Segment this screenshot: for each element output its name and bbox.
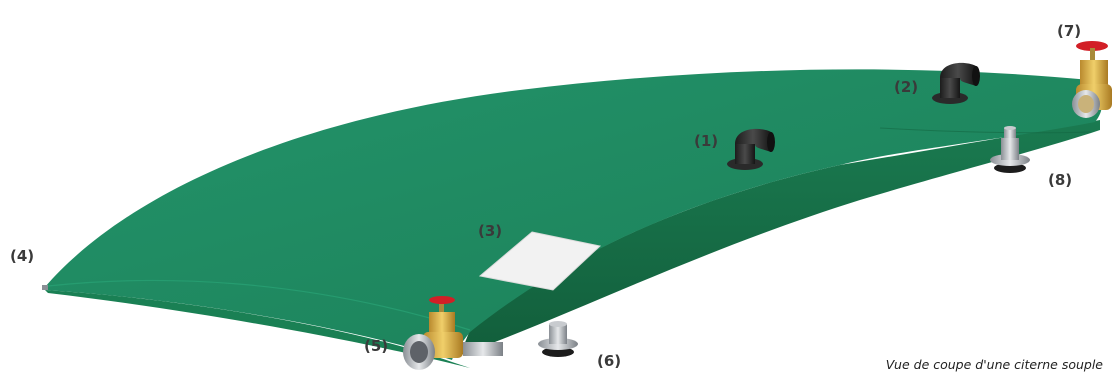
tank-corner (42, 285, 48, 290)
flange-fitting-icon (990, 126, 1030, 173)
elbow-fitting-icon (932, 62, 980, 104)
diagram-caption: Vue de coupe d'une citerne souple (886, 357, 1104, 372)
callout-6: (6) (597, 352, 621, 370)
tank-front-edge (45, 290, 470, 368)
flexible-tank (42, 69, 1102, 368)
flange-fitting-icon (538, 321, 578, 357)
label-plate-icon (478, 231, 602, 291)
callout-7: (7) (1057, 22, 1081, 40)
callout-5: (5) (364, 337, 388, 355)
tank-top (45, 69, 1102, 360)
callout-1: (1) (694, 132, 718, 150)
tank-seam (47, 279, 471, 331)
callout-3: (3) (478, 222, 502, 240)
tank-side (460, 120, 1100, 355)
callout-4: (4) (10, 247, 34, 265)
elbow-fitting-icon (727, 128, 775, 170)
gate-valve-icon (1072, 41, 1112, 118)
gate-valve-icon (403, 296, 503, 370)
callout-2: (2) (894, 78, 918, 96)
tank-seam (879, 127, 1091, 134)
callout-8: (8) (1048, 171, 1072, 189)
